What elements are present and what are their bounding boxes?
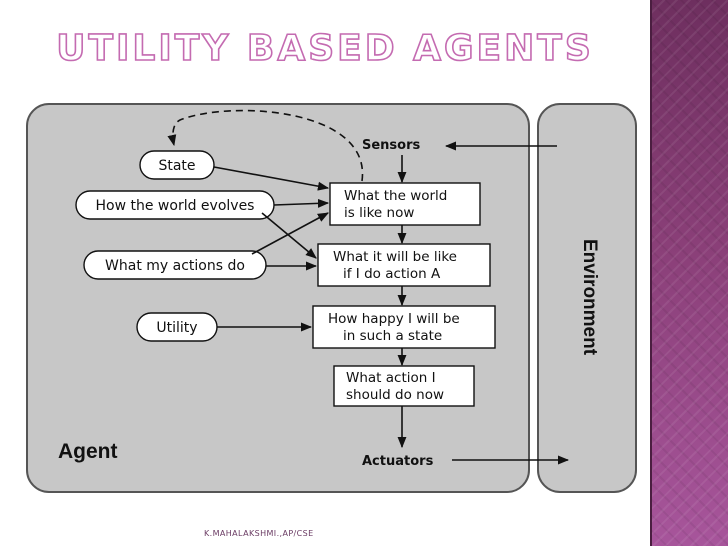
actions-do-label: What my actions do [105, 258, 245, 274]
agent-panel [26, 103, 530, 493]
slide-title: UTILITY BASED AGENTS [55, 27, 594, 70]
agent-label: Agent [58, 440, 118, 463]
state-pill [139, 150, 215, 180]
state-to-world-arrow [213, 166, 330, 191]
world-now-line-2: is like now [344, 205, 414, 221]
world-evolves-label: How the world evolves [96, 198, 255, 214]
utility-label: Utility [156, 320, 197, 336]
footer-author: K.MAHALAKSHMI.,AP/CSE [204, 529, 314, 538]
decorative-side-band [650, 0, 728, 546]
what-action-line-2: should do now [346, 387, 444, 403]
evolves-to-willbe-arrow [261, 212, 317, 259]
what-action-line-1: What action I [346, 370, 436, 386]
will-be-like-line-1: What it will be like [333, 249, 457, 265]
how-happy-line-1: How happy I will be [328, 311, 460, 327]
actuators-label: Actuators [362, 454, 434, 469]
actions-do-pill [83, 250, 267, 280]
what-action-box [333, 365, 475, 407]
actions-to-world-arrow [251, 212, 329, 255]
environment-label: Environment [579, 239, 600, 356]
state-update-dashed-arrow [167, 109, 364, 182]
evolves-to-world-arrow [273, 198, 330, 208]
state-label: State [158, 158, 195, 174]
side-band-edge [650, 0, 652, 546]
environment-panel [537, 103, 637, 493]
how-happy-line-2: in such a state [343, 328, 442, 344]
will-be-like-line-2: if I do action A [343, 266, 441, 282]
world-now-line-1: What the world [344, 188, 447, 204]
agent-diagram: Environment Agent Sensors Actuators Stat… [26, 103, 637, 493]
sensors-label: Sensors [362, 138, 421, 153]
